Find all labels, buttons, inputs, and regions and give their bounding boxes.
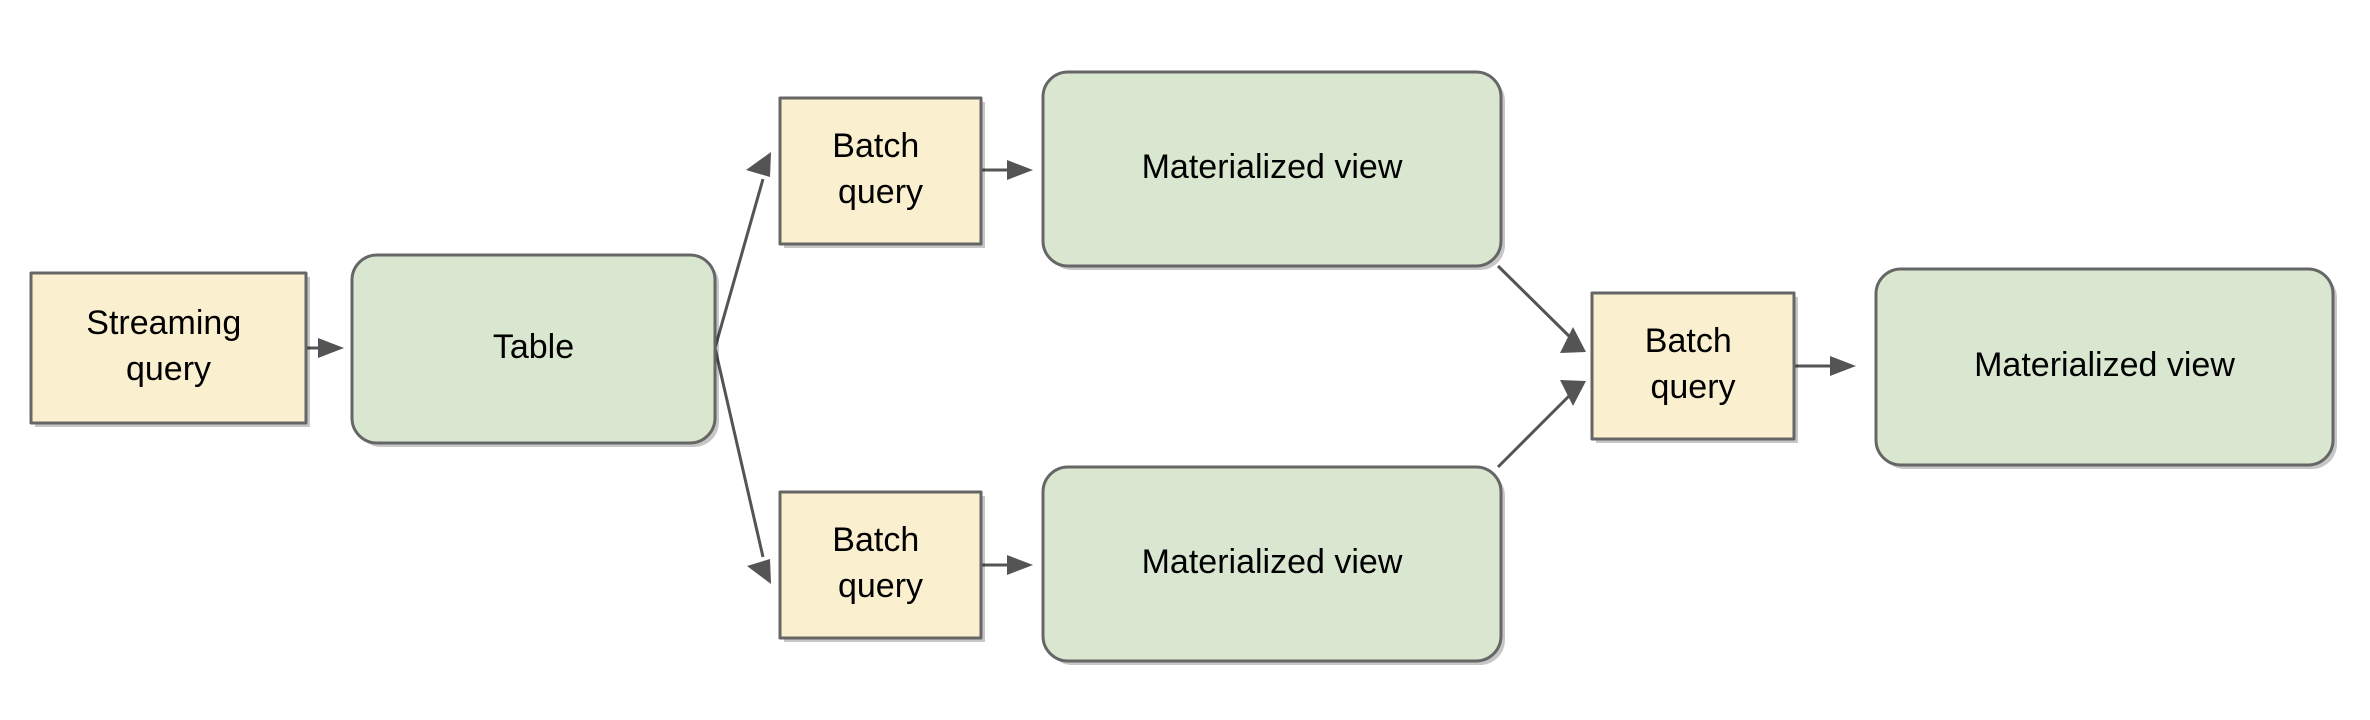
node-batch-query-bottom-label-line-1: Batch [832,521,919,559]
node-batch-query-merge[interactable]: Batch query [1590,291,1798,443]
node-table[interactable]: Table [350,253,719,447]
node-materialized-view-bottom-label: Materialized view [1142,543,1403,581]
edge-view-bottom-to-merge [1496,380,1586,469]
node-table-label-line-1: Table [493,328,574,366]
node-materialized-view-top-label-line-1: Materialized view [1142,148,1403,186]
edge-batch-top-to-view-top [981,160,1033,180]
node-batch-query-merge-label: Batch query [1645,322,1741,406]
node-streaming-query-label-line-2: query [126,350,211,388]
node-streaming-query[interactable]: Streaming query [29,271,310,427]
node-materialized-view-top[interactable]: Materialized view [1041,70,1505,270]
edge-table-to-batch-top-arrowhead [746,152,771,177]
edge-view-top-to-merge-line [1496,264,1575,342]
edge-view-top-to-merge-arrowhead [1560,327,1586,353]
edge-table-to-batch-bottom [713,347,771,584]
edge-streaming-to-table-arrowhead [318,338,344,358]
edge-batch-top-to-view-top-arrowhead [1007,160,1033,180]
node-streaming-query-shape[interactable] [29,271,308,425]
edge-table-to-batch-bottom-line [713,347,765,558]
edge-streaming-to-table [306,338,344,358]
edge-table-to-batch-bottom-arrowhead [747,559,771,584]
edge-view-bottom-to-merge-arrowhead [1560,380,1586,406]
node-batch-query-top-shape[interactable] [778,96,983,246]
edge-view-top-to-merge [1496,264,1586,353]
node-layer: Streaming query Table Batch query [29,70,2337,665]
node-batch-query-bottom-label: Batch query [832,521,928,605]
node-materialized-view-final-label-line-1: Materialized view [1974,346,2235,384]
node-streaming-query-label-line-1: Streaming [86,304,241,342]
edge-batch-bottom-to-view-bottom-arrowhead [1007,555,1033,575]
node-batch-query-top-label-line-1: Batch [832,127,919,165]
node-materialized-view-bottom-shape[interactable] [1041,465,1503,663]
node-materialized-view-final[interactable]: Materialized view [1874,267,2337,469]
node-table-label: Table [493,328,574,366]
node-materialized-view-final-label: Materialized view [1974,346,2235,384]
node-table-shape[interactable] [350,253,717,445]
node-materialized-view-top-label: Materialized view [1142,148,1403,186]
node-batch-query-top-label: Batch query [832,127,928,211]
node-materialized-view-bottom-label-line-1: Materialized view [1142,543,1403,581]
node-batch-query-merge-label-line-2: query [1650,368,1735,406]
node-batch-query-bottom-shape[interactable] [778,490,983,640]
node-batch-query-merge-label-line-1: Batch [1645,322,1732,360]
edge-merge-to-view-final-arrowhead [1830,356,1856,376]
node-batch-query-bottom-label-line-2: query [838,567,923,605]
edge-view-bottom-to-merge-line [1496,390,1575,469]
node-batch-query-merge-shape[interactable] [1590,291,1796,441]
node-materialized-view-final-shape[interactable] [1874,267,2335,467]
node-streaming-query-label: Streaming query [86,304,250,388]
edge-merge-to-view-final [1794,356,1856,376]
edge-batch-bottom-to-view-bottom [981,555,1033,575]
node-materialized-view-top-shape[interactable] [1041,70,1503,268]
node-batch-query-bottom[interactable]: Batch query [778,490,985,642]
edge-table-to-batch-top [713,152,771,349]
edge-layer [306,152,1856,584]
node-batch-query-top[interactable]: Batch query [778,96,985,248]
node-materialized-view-bottom[interactable]: Materialized view [1041,465,1505,665]
edge-table-to-batch-top-line [713,178,765,349]
node-batch-query-top-label-line-2: query [838,173,923,211]
